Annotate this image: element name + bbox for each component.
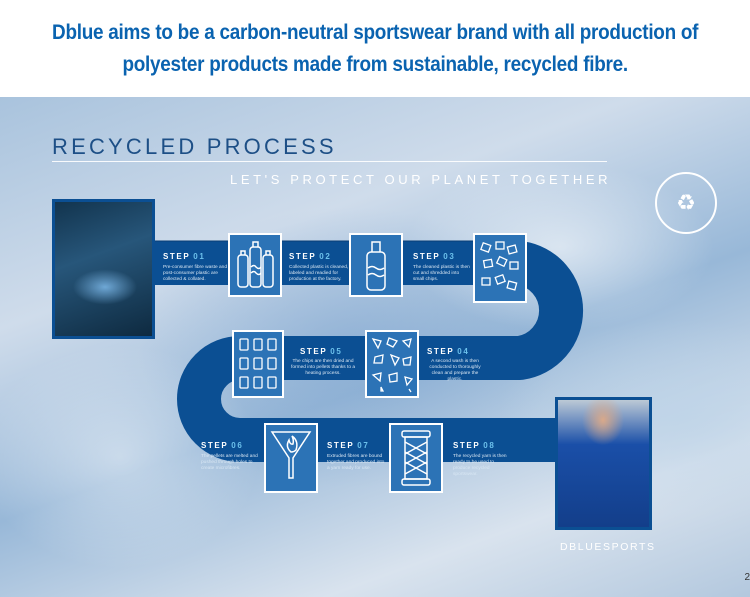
pellets-icon (239, 338, 277, 389)
bottles-icon (237, 241, 274, 288)
step-4-description: A second wash is then conducted to thoro… (429, 359, 481, 382)
infographic-subtitle: LET'S PROTECT OUR PLANET TOGETHER (230, 172, 612, 187)
bottle-icon (366, 241, 386, 291)
step-5-icon-box (232, 330, 284, 398)
brand-label: DBLUESPORTS (560, 541, 656, 553)
headline-line-1: Dblue aims to be a carbon-neutral sports… (51, 20, 699, 44)
plastic-bottle-photo (52, 199, 155, 339)
page-number: 2 (744, 572, 750, 583)
step-8-description: The recycled yarn is then ready to be us… (453, 454, 507, 477)
step-7-description: Extruded fibres are bound together and p… (327, 454, 385, 471)
step-4-icon-box (365, 330, 419, 398)
title-divider (52, 161, 607, 162)
step-5-description: The chips are then dried and formed into… (291, 359, 355, 376)
funnel-fire-icon (270, 431, 312, 479)
step-2-icon-box (349, 233, 403, 297)
recycle-icon: ♻ (676, 190, 696, 215)
step-1-icon-box (228, 233, 282, 297)
step-1-description: Pre-consumer fibre waste and post-consum… (163, 265, 227, 282)
step-2-description: Collected plastic is cleaned, labeled an… (289, 265, 349, 282)
step-3-description: The cleaned plastic is then cut and shre… (413, 265, 470, 282)
step-6-icon-box (264, 423, 318, 493)
step-3-icon-box (473, 233, 527, 303)
step-7-icon-box (389, 423, 443, 493)
shards-icon (371, 337, 414, 393)
step-6-description: The pellets are melted and pushed throug… (201, 454, 258, 471)
sportswear-photo (555, 397, 652, 530)
flakes-icon (480, 241, 519, 291)
headline: Dblue aims to be a carbon-neutral sports… (0, 0, 750, 96)
recycled-bottles-badge: ♻ (655, 172, 717, 234)
headline-line-2: polyester products made from sustainable… (122, 52, 628, 76)
infographic-title: RECYCLED PROCESS (52, 134, 337, 159)
spool-icon (401, 430, 431, 486)
